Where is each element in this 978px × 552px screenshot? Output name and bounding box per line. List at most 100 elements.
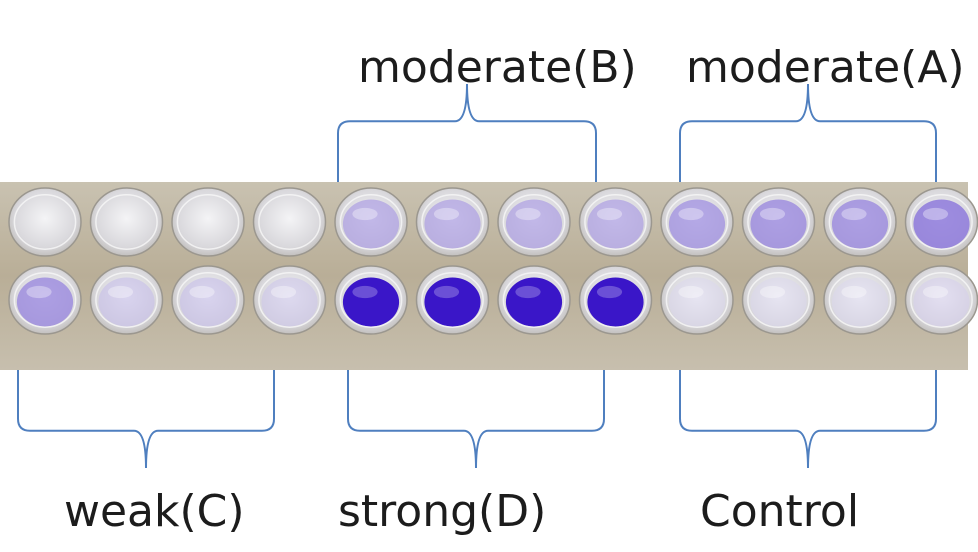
well-highlight (433, 285, 460, 299)
well-inner-rim (13, 272, 77, 328)
well-stain (913, 199, 970, 249)
well-highlight (270, 285, 297, 299)
well-inner-rim (910, 272, 973, 328)
well-stain (261, 277, 318, 327)
label-moderate-b: moderate(B) (358, 42, 637, 93)
well-inner-rim (176, 194, 240, 250)
well-inner-rim (421, 194, 484, 250)
well-inner-rim (665, 194, 729, 250)
well-highlight (515, 285, 541, 299)
well-inner-rim (747, 272, 810, 328)
well (252, 265, 327, 335)
well-stain (342, 199, 400, 249)
well-inner-rim (502, 194, 566, 250)
well-stain (750, 199, 807, 249)
well (497, 265, 571, 335)
well-highlight (596, 207, 623, 221)
well-rim (8, 187, 82, 257)
wells-group (8, 187, 978, 335)
well-inner-rim (747, 194, 810, 250)
well-highlight (759, 207, 786, 221)
well (334, 187, 408, 257)
well-stain (179, 277, 237, 327)
well-stain (342, 277, 400, 327)
well-stain (913, 277, 970, 327)
well-inner-rim (176, 272, 240, 328)
well-inner-rim (584, 194, 647, 250)
well-inner-rim (910, 194, 973, 250)
well-stain (16, 277, 74, 327)
well-stain (505, 277, 563, 327)
well (578, 265, 653, 335)
well-highlight (678, 207, 704, 221)
well (171, 265, 245, 335)
well-highlight (433, 207, 460, 221)
well-inner-rim (339, 272, 403, 328)
well (660, 265, 734, 335)
well (578, 187, 653, 257)
well-inner-rim (502, 272, 566, 328)
well (904, 187, 978, 257)
well-rim (89, 187, 164, 257)
well-highlight (678, 285, 704, 299)
well (497, 187, 571, 257)
well-highlight (841, 207, 867, 221)
well-inner-rim (339, 194, 403, 250)
well-highlight (922, 207, 949, 221)
well-inner-rim (258, 272, 321, 328)
well (823, 187, 897, 257)
well-inner-rim (421, 272, 484, 328)
well (904, 265, 978, 335)
well (741, 187, 816, 257)
well-stain (831, 277, 889, 327)
well-stain (98, 277, 155, 327)
label-control: Control (700, 486, 860, 537)
brackets-group (17, 83, 937, 469)
well (415, 265, 490, 335)
well-stain (424, 199, 481, 249)
label-strong-d: strong(D) (338, 486, 547, 537)
well (89, 187, 164, 257)
bracket-weak-c (17, 370, 275, 469)
well-rim (171, 187, 245, 257)
well-highlight (107, 285, 134, 299)
well-inner-rim (828, 272, 892, 328)
label-weak-c: weak(C) (64, 486, 245, 537)
well-inner-rim (258, 194, 321, 250)
well-highlight (352, 207, 378, 221)
well (8, 187, 82, 257)
well-highlight (515, 207, 541, 221)
well (171, 187, 245, 257)
well (252, 187, 327, 257)
bracket-moderate-b (337, 83, 597, 182)
well-inner-rim (828, 194, 892, 250)
well (415, 187, 490, 257)
well (741, 265, 816, 335)
well (660, 187, 734, 257)
well-stain (587, 277, 644, 327)
label-moderate-a: moderate(A) (686, 42, 965, 93)
well-rim (252, 187, 327, 257)
well-highlight (922, 285, 949, 299)
well-stain (424, 277, 481, 327)
well (823, 265, 897, 335)
well-highlight (26, 285, 52, 299)
well-inner-rim (95, 272, 158, 328)
well-highlight (352, 285, 378, 299)
bracket-moderate-a (679, 83, 937, 182)
well-stain (505, 199, 563, 249)
well-highlight (596, 285, 623, 299)
well-highlight (841, 285, 867, 299)
well-highlight (189, 285, 215, 299)
bracket-control (679, 370, 937, 469)
well-inner-rim (584, 272, 647, 328)
well-stain (750, 277, 807, 327)
well-stain (587, 199, 644, 249)
well-inner-rim (13, 194, 77, 250)
well-inner-rim (665, 272, 729, 328)
well (89, 265, 164, 335)
well-stain (831, 199, 889, 249)
well-highlight (759, 285, 786, 299)
